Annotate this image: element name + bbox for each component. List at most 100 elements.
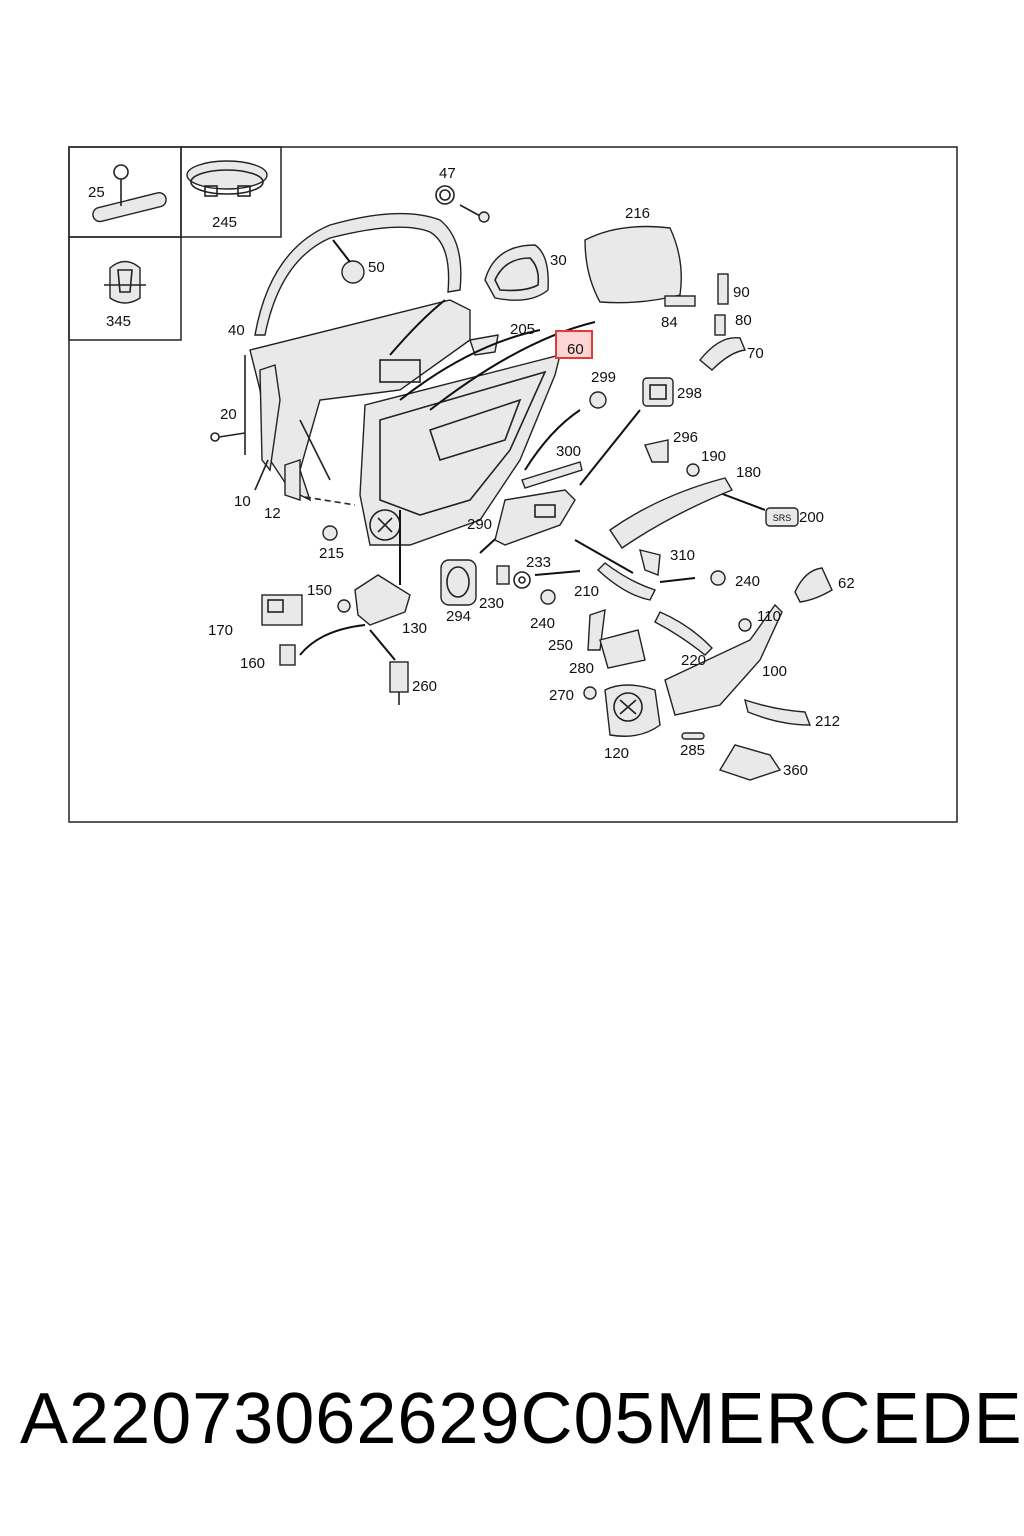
label-70: 70 <box>747 345 764 362</box>
label-40: 40 <box>228 322 245 339</box>
label-180: 180 <box>736 464 761 481</box>
part-280-panel <box>599 629 646 669</box>
part-80-pin <box>714 314 726 336</box>
part-number: A22073062629C05 <box>20 1379 656 1459</box>
label-100: 100 <box>762 663 787 680</box>
label-60: 60 <box>567 341 584 358</box>
part-190-nut <box>686 463 700 477</box>
label-10: 10 <box>234 493 251 510</box>
part-298-switch <box>642 377 674 407</box>
part-20-seal <box>210 355 246 455</box>
inset-boxes <box>68 146 282 341</box>
label-270: 270 <box>549 687 574 704</box>
label-296: 296 <box>673 429 698 446</box>
part-100-trim <box>664 603 783 716</box>
part-216-pad <box>584 225 682 304</box>
label-240-right: 240 <box>735 573 760 590</box>
part-25-rod <box>92 164 167 223</box>
part-299-screw <box>589 391 607 409</box>
label-210: 210 <box>574 583 599 600</box>
part-50-plug <box>332 239 365 284</box>
label-245: 245 <box>212 214 237 231</box>
label-130: 130 <box>402 620 427 637</box>
part-10-mechanism <box>254 364 281 491</box>
label-50: 50 <box>368 259 385 276</box>
label-200: 200 <box>799 509 824 526</box>
part-215-plug <box>322 525 338 541</box>
part-296-clip <box>644 439 669 463</box>
part-labels: 25 245 345 47 50 40 30 216 90 84 80 70 2… <box>88 165 855 779</box>
label-84: 84 <box>661 314 678 331</box>
label-298: 298 <box>677 385 702 402</box>
part-240-screw-a <box>540 589 556 605</box>
part-310-clip <box>639 549 661 576</box>
label-360: 360 <box>783 762 808 779</box>
part-12-bracket <box>284 459 301 501</box>
leader-arrows <box>299 299 766 656</box>
part-240-screw-b <box>710 570 726 586</box>
part-220-handle <box>654 611 713 656</box>
label-310: 310 <box>670 547 695 564</box>
part-260-lock-cylinder <box>369 629 409 705</box>
label-150: 150 <box>307 582 332 599</box>
label-300: 300 <box>556 443 581 460</box>
part-230-clip <box>496 565 510 585</box>
part-130-housing <box>354 574 411 626</box>
label-290: 290 <box>467 516 492 533</box>
part-170-lock <box>261 594 303 626</box>
part-120-speaker-cover <box>604 684 661 737</box>
label-230: 230 <box>479 595 504 612</box>
part-62-cap <box>794 567 833 603</box>
part-160-block <box>279 644 296 666</box>
part-84-clip <box>664 295 696 307</box>
part-30-housing <box>484 244 549 301</box>
part-245-grommet <box>186 160 268 197</box>
part-290-insert <box>494 489 576 546</box>
part-70-handle <box>699 336 746 371</box>
part-345-clip <box>104 260 146 304</box>
part-294-grille <box>440 559 477 606</box>
label-233: 233 <box>526 554 551 571</box>
label-294: 294 <box>446 608 471 625</box>
label-20: 20 <box>220 406 237 423</box>
part-47-screw <box>435 185 490 223</box>
footer-caption: A22073062629C05 MERCEDES <box>20 1378 1024 1460</box>
label-25: 25 <box>88 184 105 201</box>
part-90-pin <box>717 273 729 305</box>
label-90: 90 <box>733 284 750 301</box>
label-160: 160 <box>240 655 265 672</box>
part-150-nut <box>337 599 351 613</box>
part-205-clip <box>469 334 499 356</box>
part-300-strip <box>521 461 583 489</box>
label-47: 47 <box>439 165 456 182</box>
label-285: 285 <box>680 742 705 759</box>
label-110: 110 <box>757 608 781 625</box>
label-212: 212 <box>815 713 840 730</box>
part-180-trim <box>609 477 734 549</box>
label-215: 215 <box>319 545 344 562</box>
part-212-handle <box>744 698 812 726</box>
label-240-lower: 240 <box>530 615 555 632</box>
parts-diagram: SRS <box>68 146 958 823</box>
label-220: 220 <box>681 652 706 669</box>
door-trim-panel <box>359 354 561 546</box>
part-200-srs-badge: SRS <box>765 507 799 527</box>
label-299: 299 <box>591 369 616 386</box>
part-60-highlight-box <box>555 330 593 359</box>
label-30: 30 <box>550 252 567 269</box>
part-210-bracket <box>596 562 656 601</box>
part-360-bracket <box>718 744 782 781</box>
label-12: 12 <box>264 505 281 522</box>
label-80: 80 <box>735 312 752 329</box>
part-270-nut <box>583 686 597 700</box>
label-190: 190 <box>701 448 726 465</box>
part-40-window-frame <box>254 212 462 336</box>
brand-name: MERCEDES <box>655 1379 1024 1459</box>
label-170: 170 <box>208 622 233 639</box>
label-205: 205 <box>510 321 535 338</box>
srs-badge-text: SRS <box>773 513 792 523</box>
label-250: 250 <box>548 637 573 654</box>
part-285-clip <box>681 732 705 740</box>
label-345: 345 <box>106 313 131 330</box>
label-216: 216 <box>625 205 650 222</box>
